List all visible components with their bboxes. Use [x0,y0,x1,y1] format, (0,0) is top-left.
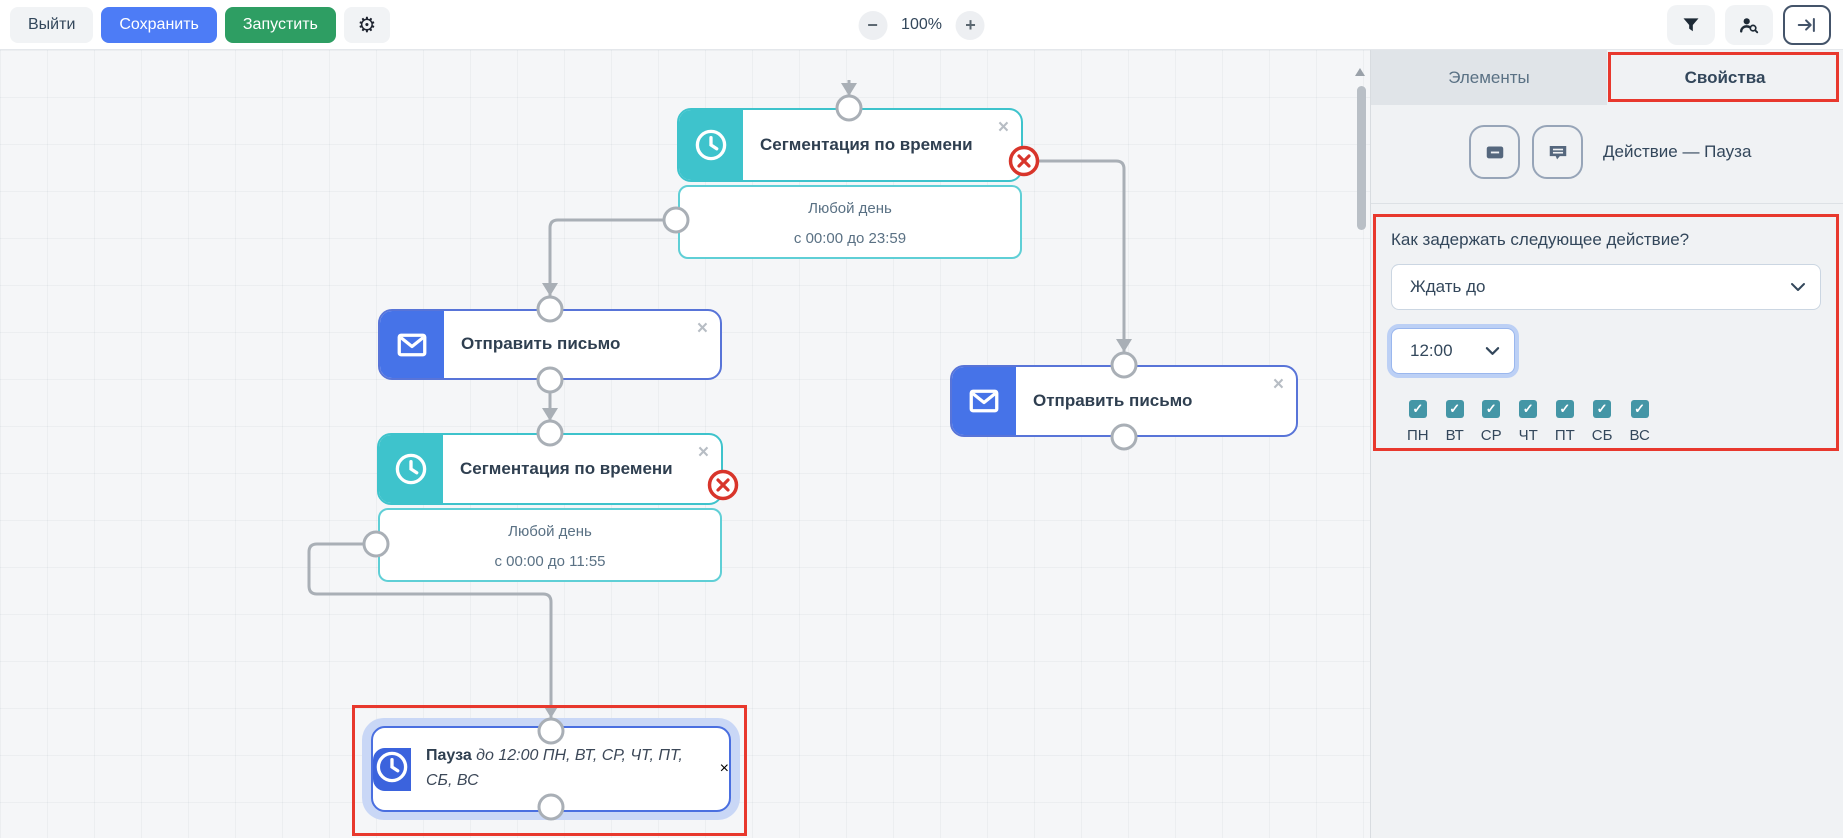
toolbar-left-group: Выйти Сохранить Запустить ⚙ [10,6,390,43]
node-title: Сегментация по времени [460,458,673,478]
node-title: Отправить письмо [1033,390,1193,410]
clock-icon [379,435,443,503]
chevron-down-icon [1791,283,1805,291]
branch-segmentation-1[interactable]: Любой день с 00:00 до 23:59 [678,185,1022,259]
node-email-1[interactable]: Отправить письмо × [378,309,722,380]
properties-panel: Элементы Свойства Действие — Пауза Как з… [1370,50,1843,838]
vertical-scrollbar[interactable] [1357,86,1366,230]
checkbox-friday[interactable] [1555,400,1574,418]
weekday-checkboxes: ПН ВТ СР ЧТ ПТ СБ ВС [1407,400,1821,444]
audience-search-button[interactable] [1725,4,1773,45]
zoom-in-button[interactable]: + [955,10,985,40]
branch-time-text: с 00:00 до 23:59 [793,230,907,247]
toolbar-right-group [1667,4,1833,45]
weekday-label: ЧТ [1518,427,1538,444]
delay-question-label: Как задержать следующее действие? [1391,230,1690,249]
person-search-icon [1740,17,1759,33]
edge-segmentation1-email1 [548,218,676,309]
clock-icon [679,110,743,180]
node-email-2[interactable]: Отправить письмо × [950,365,1298,437]
close-icon[interactable]: × [719,760,729,777]
weekday-item: ВС [1629,400,1650,444]
node-title: Сегментация по времени [760,134,973,154]
weekday-label: ВС [1629,427,1650,444]
zoom-controls: − 100% + [858,0,985,50]
delay-mode-value: Ждать до [1410,277,1486,296]
edge-segmentation1-email2 [1024,159,1126,365]
close-icon[interactable]: × [697,442,709,463]
close-icon[interactable]: × [997,117,1009,138]
branch-segmentation-2[interactable]: Любой день с 00:00 до 11:55 [378,508,722,582]
weekday-item: ПН [1407,400,1429,444]
panel-title: Действие — Пауза [1603,142,1752,161]
divider [1371,203,1843,204]
node-segmentation-1[interactable]: Сегментация по времени × [677,108,1023,182]
weekday-item: СБ [1591,400,1613,444]
branch-day-text: Любой день [508,523,592,540]
weekday-label: ПН [1407,427,1429,444]
arrowhead [542,408,558,421]
run-button[interactable]: Запустить [224,6,336,43]
zoom-level: 100% [901,16,942,33]
gear-icon: ⚙ [357,12,377,37]
node-segmentation-2[interactable]: Сегментация по времени × [377,433,723,505]
node-pause[interactable]: Пауза до 12:00 ПН, ВТ, СР, ЧТ, ПТ, СБ, В… [371,726,731,812]
save-button[interactable]: Сохранить [101,6,217,43]
arrowhead [1116,339,1132,352]
weekday-label: СР [1480,427,1502,444]
checkbox-wednesday[interactable] [1482,400,1501,418]
comment-button[interactable] [1532,125,1583,179]
message-card-icon [1486,146,1503,159]
flow-canvas[interactable]: Сегментация по времени × Любой день с 00… [0,50,1370,838]
settings-button[interactable]: ⚙ [343,6,390,43]
arrowhead [841,83,857,96]
checkbox-saturday[interactable] [1593,400,1612,418]
arrowhead [543,705,559,718]
comment-bubble-icon [1549,146,1566,160]
delay-mode-select[interactable]: Ждать до [1391,264,1821,310]
filter-icon [1683,17,1699,31]
scroll-up-arrow-icon[interactable] [1355,68,1365,76]
envelope-icon [380,311,444,378]
panel-header: Действие — Пауза [1371,105,1843,179]
time-value: 12:00 [1410,341,1453,360]
clock-icon [373,747,411,791]
weekday-label: ПТ [1554,427,1575,444]
tab-elements[interactable]: Элементы [1371,50,1607,105]
weekday-item: СР [1481,400,1502,444]
pause-settings-form: Как задержать следующее действие? Ждать … [1371,204,1843,444]
filter-button[interactable] [1667,4,1715,45]
checkbox-tuesday[interactable] [1445,400,1464,418]
branch-time-text: с 00:00 до 11:55 [494,553,606,570]
checkbox-sunday[interactable] [1630,400,1649,418]
pause-subtitle: до 12:00 ПН, ВТ, СР, ЧТ, ПТ, СБ, ВС [426,747,683,789]
checkbox-thursday[interactable] [1519,400,1538,418]
weekday-item: ПТ [1555,400,1575,444]
collapse-panel-button[interactable] [1783,4,1831,45]
pause-title: Пауза [426,747,472,765]
checkbox-monday[interactable] [1408,400,1427,418]
exit-button[interactable]: Выйти [10,6,94,43]
chevron-down-icon [1485,347,1500,355]
node-title: Пауза до 12:00 ПН, ВТ, СР, ЧТ, ПТ, СБ, В… [411,744,720,794]
weekday-label: СБ [1591,427,1613,444]
zoom-out-button[interactable]: − [858,10,888,40]
tab-properties[interactable]: Свойства [1607,50,1843,105]
weekday-label: ВТ [1445,427,1464,444]
envelope-icon [952,367,1016,435]
arrowhead [542,283,558,296]
panel-tabbar: Элементы Свойства [1371,50,1843,105]
close-icon[interactable]: × [696,318,708,339]
arrow-to-right-icon [1797,17,1815,32]
node-title: Отправить письмо [461,334,621,354]
weekday-item: ВТ [1446,400,1464,444]
top-toolbar: Выйти Сохранить Запустить ⚙ − 100% + [0,0,1843,50]
note-button[interactable] [1469,125,1520,179]
close-icon[interactable]: × [1272,374,1284,395]
time-select[interactable]: 12:00 [1391,328,1515,374]
workspace: Сегментация по времени × Любой день с 00… [0,50,1843,838]
branch-day-text: Любой день [808,200,892,217]
weekday-item: ЧТ [1519,400,1538,444]
